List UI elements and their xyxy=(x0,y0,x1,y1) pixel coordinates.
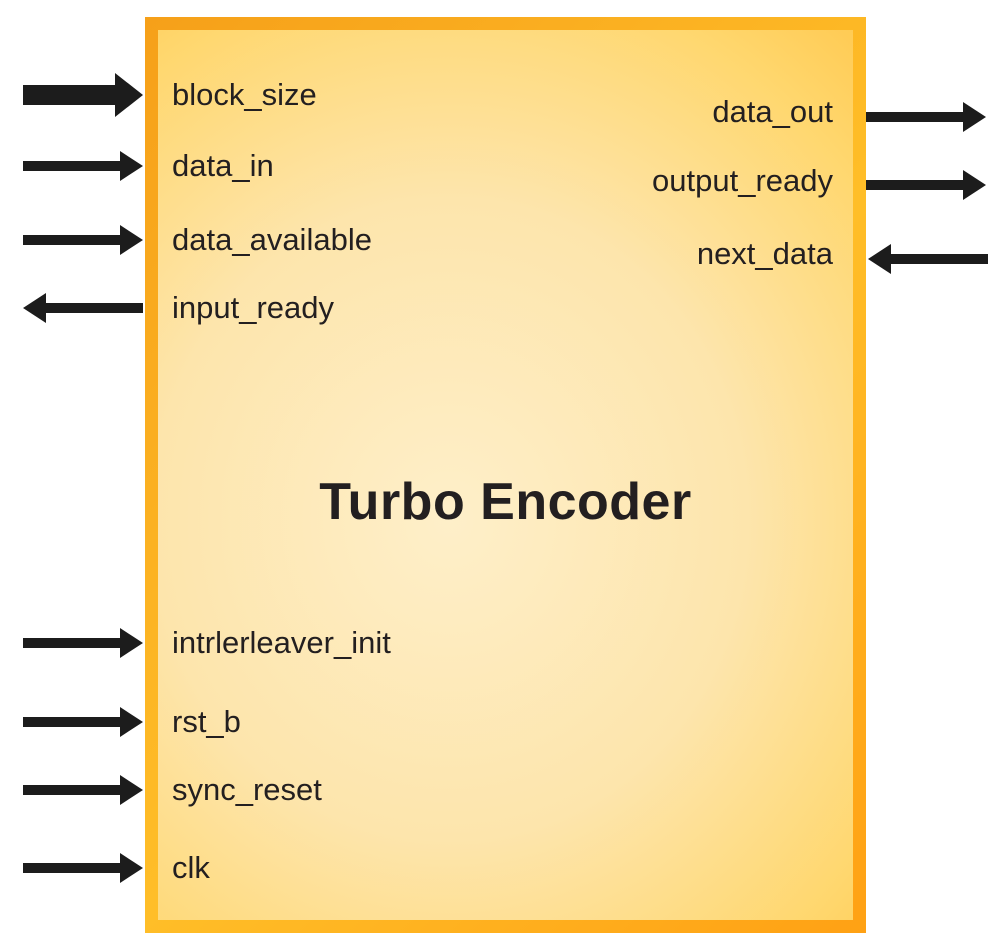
output-arrow-icon xyxy=(866,102,986,132)
signal-output-ready-arrow xyxy=(866,170,986,200)
signal-label-clk: clk xyxy=(172,850,210,885)
turbo-encoder-block-fill xyxy=(158,30,853,920)
input-arrow-icon xyxy=(23,628,143,658)
signal-rst-b: rst_b xyxy=(23,697,241,747)
output-arrow-icon xyxy=(866,170,986,200)
signal-label-block-size: block_size xyxy=(172,77,317,112)
turbo-encoder-block xyxy=(145,17,866,933)
input-arrow-icon xyxy=(23,853,143,883)
input-arrow-icon xyxy=(868,244,988,274)
output-arrow-icon xyxy=(23,293,143,323)
signal-sync-reset: sync_reset xyxy=(23,765,322,815)
signal-label-next-data: next_data xyxy=(696,236,833,271)
input-arrow-icon xyxy=(23,151,143,181)
block-title: Turbo Encoder xyxy=(319,473,692,531)
signal-label-output-ready: output_ready xyxy=(652,163,833,198)
signal-input-ready: input_ready xyxy=(23,283,334,333)
input-arrow-thick-icon xyxy=(23,73,143,117)
signal-block-size: block_size xyxy=(23,70,317,120)
signal-label-data-out: data_out xyxy=(712,94,833,129)
input-arrow-icon xyxy=(23,775,143,805)
input-arrow-icon xyxy=(23,707,143,737)
signal-next-data-arrow xyxy=(868,244,988,274)
signal-label-data-available: data_available xyxy=(172,222,372,257)
signal-intrlerleaver-init: intrlerleaver_init xyxy=(23,618,391,668)
signal-output-ready: output_ready xyxy=(500,156,833,206)
signal-label-input-ready: input_ready xyxy=(172,290,335,325)
signal-data-available: data_available xyxy=(23,215,372,265)
signal-data-out-arrow xyxy=(866,102,986,132)
signal-clk: clk xyxy=(23,843,210,893)
signal-next-data: next_data xyxy=(500,229,833,279)
signal-label-intrlerleaver-init: intrlerleaver_init xyxy=(172,625,391,660)
signal-label-data-in: data_in xyxy=(172,148,274,183)
signal-data-in: data_in xyxy=(23,141,274,191)
signal-label-rst-b: rst_b xyxy=(172,704,241,739)
signal-data-out: data_out xyxy=(500,87,833,137)
input-arrow-icon xyxy=(23,225,143,255)
signal-label-sync-reset: sync_reset xyxy=(172,772,322,807)
